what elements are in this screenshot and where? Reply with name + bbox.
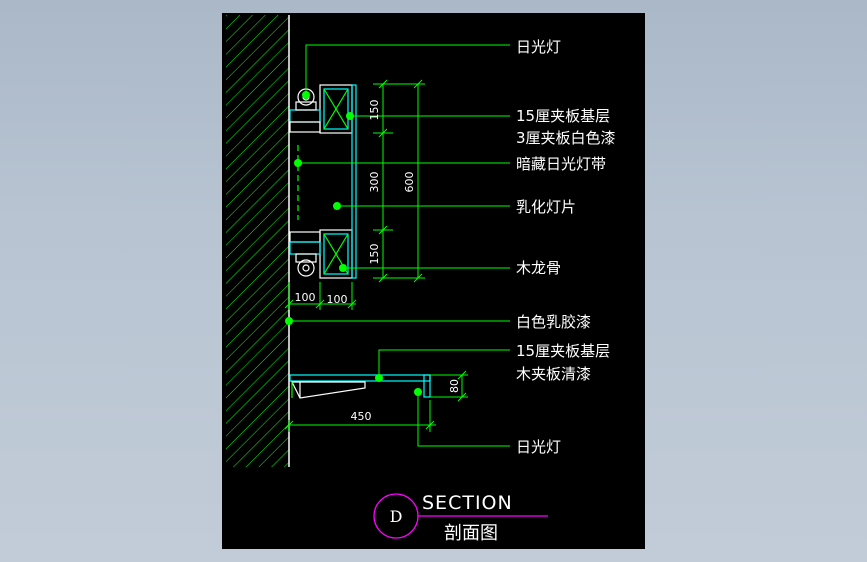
dim-150-top: 150	[368, 100, 381, 121]
cad-drawing-sheet	[222, 13, 645, 549]
dimension-texts: 150 300 600 150 100 100 80 450	[295, 100, 462, 424]
section-title: SECTION	[422, 492, 513, 514]
label-diffuser-panel: 乳化灯片	[516, 198, 576, 216]
upper-light-box	[289, 84, 357, 279]
wall-hatch	[226, 15, 290, 467]
label-white-latex: 白色乳胶漆	[516, 313, 591, 331]
label-plywood-clear: 木夹板清漆	[516, 365, 591, 383]
label-hidden-light-strip: 暗藏日光灯带	[516, 155, 606, 173]
section-subtitle: 剖面图	[444, 523, 498, 544]
dim-100-left: 100	[295, 291, 316, 304]
annotation-labels: 日光灯 15厘夹板基层 3厘夹板白色漆 暗藏日光灯带 乳化灯片 木龙骨 白色乳胶…	[516, 38, 616, 456]
section-mark: D	[390, 507, 403, 526]
leader-lines	[289, 44, 510, 447]
leader-dots	[285, 91, 422, 396]
title-block: D SECTION 剖面图	[373, 492, 548, 544]
label-plywood-base-2: 15厘夹板基层	[516, 342, 610, 360]
dim-300: 300	[368, 172, 381, 193]
label-fluorescent-top: 日光灯	[516, 38, 561, 56]
dim-600: 600	[403, 172, 416, 193]
dim-450: 450	[351, 410, 372, 423]
dim-150-bottom: 150	[368, 244, 381, 265]
label-fluorescent-bottom: 日光灯	[516, 438, 561, 456]
label-wood-keel: 木龙骨	[516, 259, 561, 277]
dimension-lines	[284, 79, 468, 432]
dim-80: 80	[448, 379, 461, 393]
dim-100-right: 100	[327, 293, 348, 306]
lower-shelf	[289, 374, 431, 399]
label-plywood-base: 15厘夹板基层	[516, 107, 610, 125]
label-plywood-white: 3厘夹板白色漆	[516, 129, 616, 147]
